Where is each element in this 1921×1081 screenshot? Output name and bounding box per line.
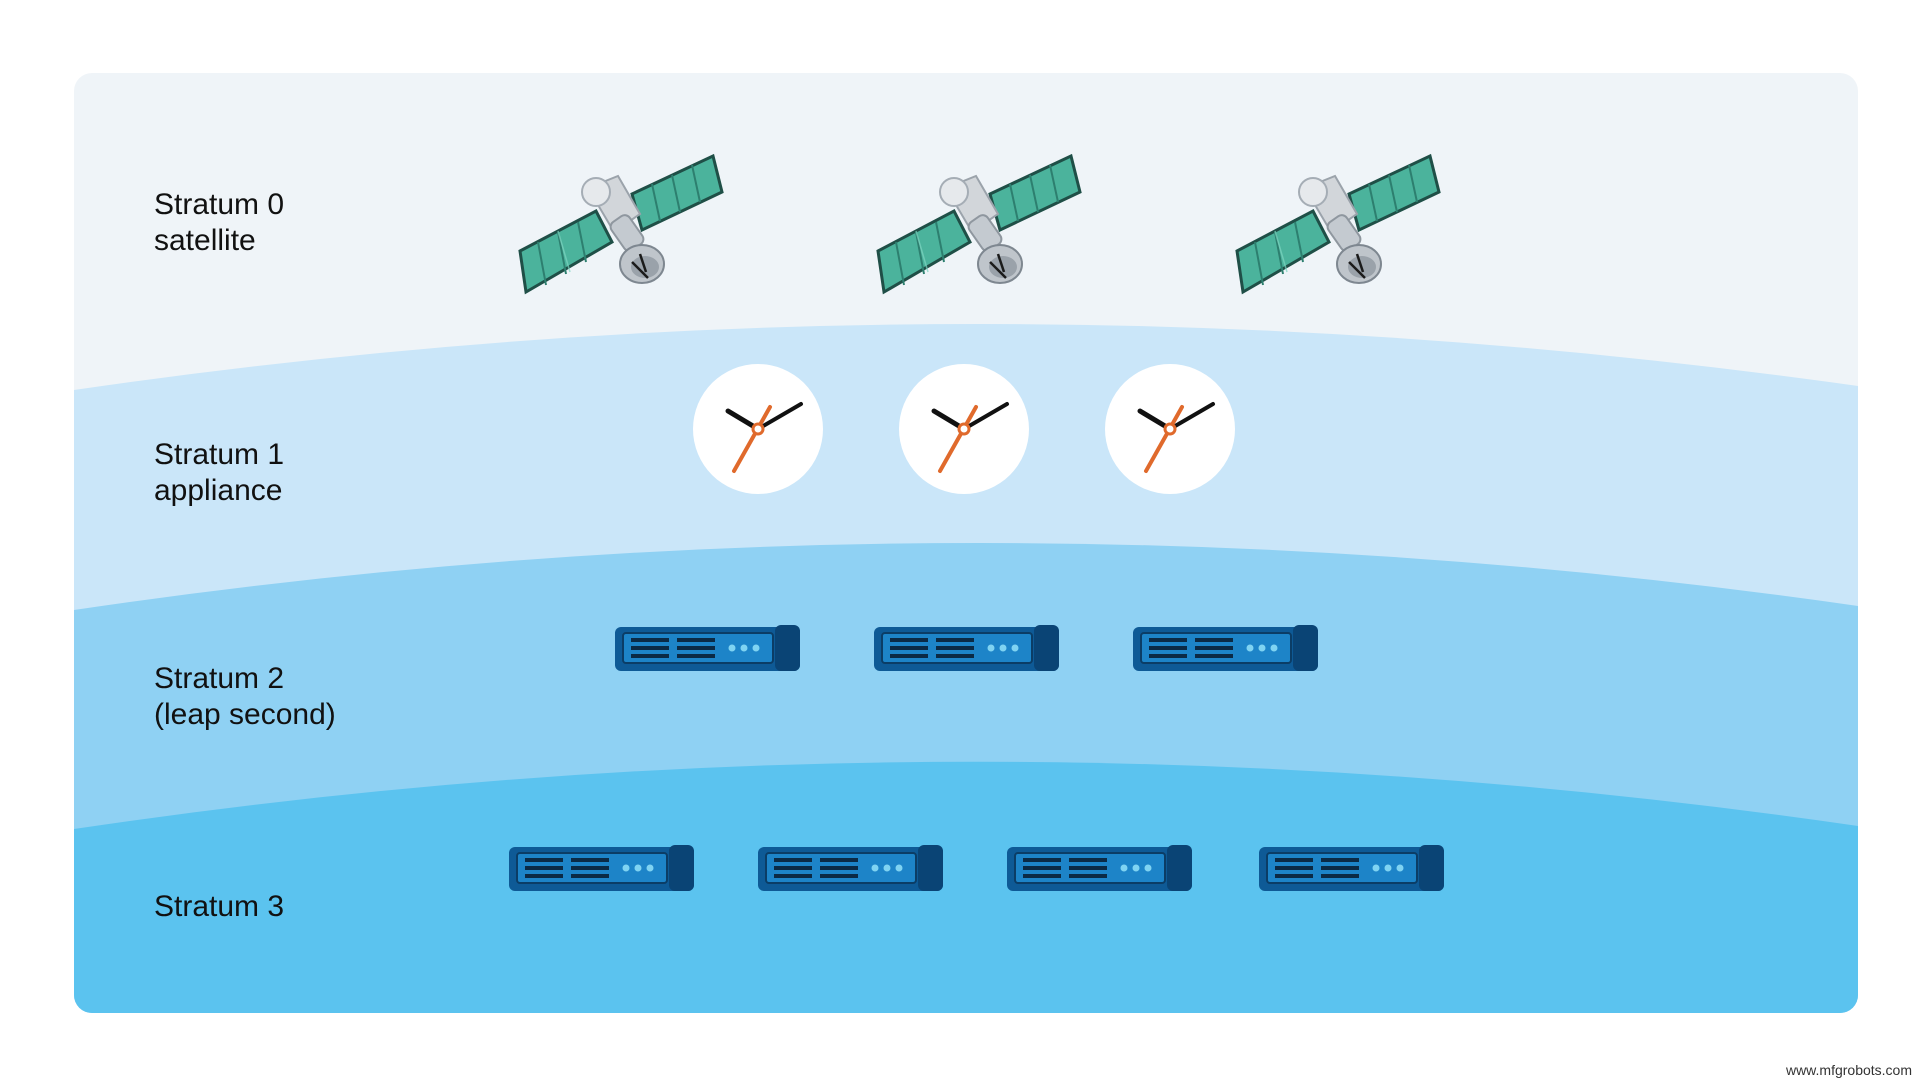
stratum-2-subtitle: (leap second) <box>154 698 336 731</box>
stratum-2-servers <box>614 624 1319 672</box>
clock-icon <box>693 364 823 494</box>
stratum-2-label: Stratum 2 (leap second) <box>154 662 336 731</box>
clock-icon <box>899 364 1029 494</box>
stratum-2-title: Stratum 2 <box>154 662 284 695</box>
stratum-0-label: Stratum 0 satellite <box>154 188 292 257</box>
stratum-3-band <box>74 761 1858 1013</box>
stratum-0-subtitle: satellite <box>154 224 256 257</box>
server-icon <box>1258 844 1445 892</box>
stratum-1-title: Stratum 1 <box>154 438 284 471</box>
server-icon <box>873 624 1060 672</box>
server-icon <box>508 844 695 892</box>
watermark: www.mfgrobots.com <box>1785 1062 1912 1078</box>
stratum-3-label: Stratum 3 <box>154 890 284 923</box>
clock-icon <box>1105 364 1235 494</box>
stratum-1-clocks <box>693 364 1235 494</box>
stratum-3-title: Stratum 3 <box>154 890 284 923</box>
server-icon <box>614 624 801 672</box>
stratum-0-title: Stratum 0 <box>154 188 284 221</box>
stratum-1-label: Stratum 1 appliance <box>154 438 292 507</box>
server-icon <box>757 844 944 892</box>
server-icon <box>1132 624 1319 672</box>
stratum-1-subtitle: appliance <box>154 474 282 507</box>
server-icon <box>1006 844 1193 892</box>
